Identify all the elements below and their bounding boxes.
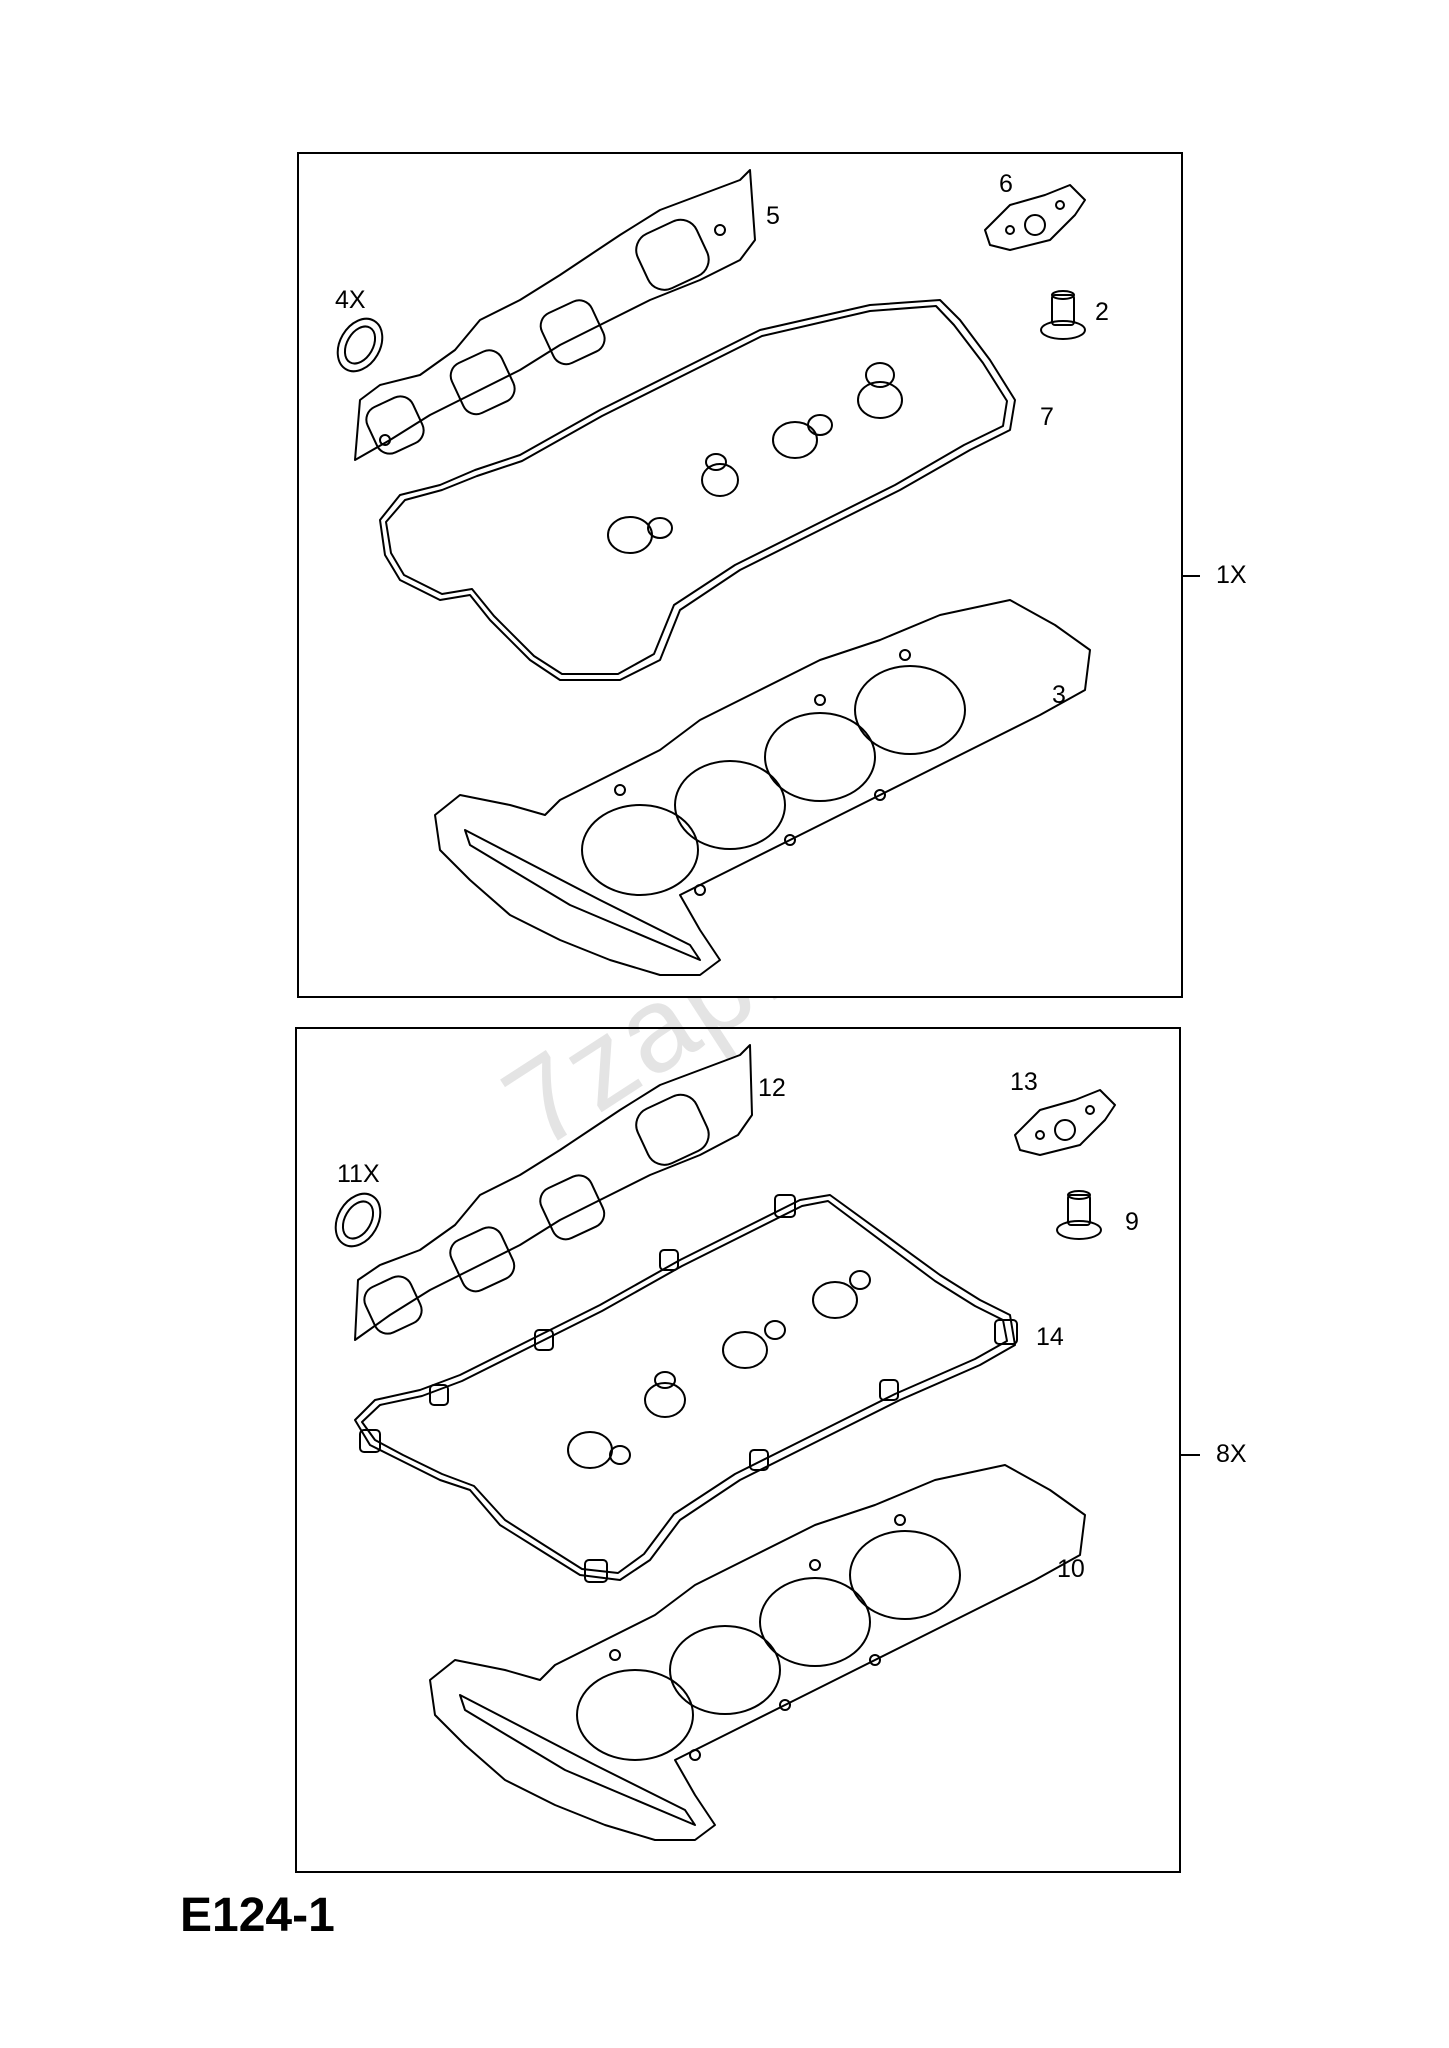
cylinder-head-gasket-bottom xyxy=(429,1464,1086,1841)
callout-plug-bottom: 9 xyxy=(1125,1208,1139,1236)
callout-plate-bottom: 13 xyxy=(1010,1068,1038,1096)
cylinder-head-gasket-top xyxy=(434,599,1091,976)
callout-head-gasket-top: 3 xyxy=(1052,681,1066,709)
callout-manifold-ring-top: 4X xyxy=(335,286,366,314)
cam-cover-gasket-bottom xyxy=(354,1194,1018,1583)
plug-top xyxy=(1040,290,1086,340)
callout-plug-top: 2 xyxy=(1095,298,1109,326)
plate-top xyxy=(984,184,1086,251)
callout-head-gasket-bottom: 10 xyxy=(1057,1555,1085,1583)
bracket-line-bottom xyxy=(1181,1454,1200,1456)
callout-manifold-gasket-top: 5 xyxy=(766,202,780,230)
cam-cover-gasket-top xyxy=(379,299,1016,681)
manifold-ring-top xyxy=(336,317,384,373)
callout-cover-gasket-bottom: 14 xyxy=(1036,1323,1064,1351)
callout-cover-gasket-top: 7 xyxy=(1040,403,1054,431)
diagram-code: E124-1 xyxy=(180,1889,335,1942)
manifold-ring-bottom xyxy=(334,1192,382,1248)
exhaust-manifold-gasket-bottom xyxy=(354,1044,753,1341)
bracket-line-top xyxy=(1183,575,1200,577)
set-quantity-top: 1X xyxy=(1216,561,1247,589)
plug-bottom xyxy=(1056,1190,1102,1240)
plate-bottom xyxy=(1014,1089,1116,1156)
callout-plate-top: 6 xyxy=(999,170,1013,198)
callout-manifold-gasket-bottom: 12 xyxy=(758,1074,786,1102)
set-quantity-bottom: 8X xyxy=(1216,1440,1247,1468)
callout-manifold-ring-bottom: 11X xyxy=(337,1160,380,1188)
gasket-set-bottom-panel xyxy=(295,1027,1181,1873)
gasket-set-top-panel xyxy=(297,152,1183,998)
exhaust-manifold-gasket-top xyxy=(354,169,756,461)
